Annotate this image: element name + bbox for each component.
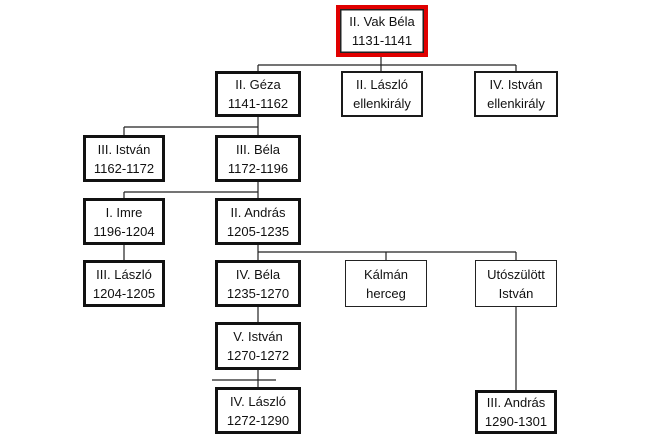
node-iii-istvan: III. István 1162-1172 (83, 135, 165, 182)
node-years: 1272-1290 (226, 412, 290, 428)
node-iii-bela: III. Béla 1172-1196 (215, 135, 301, 182)
node-years: 1162-1172 (93, 160, 155, 176)
node-iii-andras: III. András 1290-1301 (475, 390, 557, 434)
node-name: III. Béla (235, 141, 281, 157)
node-years: 1205-1235 (226, 223, 290, 239)
node-name: IV. Béla (235, 266, 281, 282)
node-ii-andras: II. András 1205-1235 (215, 198, 301, 245)
node-name-second-line: István (498, 285, 534, 301)
node-title: herceg (366, 285, 406, 301)
node-years: 1196-1204 (93, 223, 155, 239)
node-title: ellenkirály (353, 96, 411, 111)
node-name: IV. László (230, 393, 286, 409)
node-i-imre: I. Imre 1196-1204 (83, 198, 165, 245)
node-v-istvan: V. István 1270-1272 (215, 322, 301, 370)
node-ii-geza: II. Géza 1141-1162 (215, 71, 301, 117)
node-years: 1172-1196 (227, 160, 289, 176)
node-name: Kálmán (363, 266, 409, 282)
node-name: III. László (96, 266, 152, 282)
node-name: IV. István (489, 77, 543, 92)
node-name: I. Imre (105, 204, 143, 220)
node-iv-istvan-ellenkiraly: IV. István ellenkirály (474, 71, 558, 117)
node-iv-bela: IV. Béla 1235-1270 (215, 260, 301, 307)
node-years: 1141-1162 (227, 96, 289, 111)
node-years: 1290-1301 (484, 414, 548, 429)
node-ii-laszlo-ellenkiraly: II. László ellenkirály (341, 71, 423, 117)
node-years: 1270-1272 (226, 348, 290, 363)
node-iv-laszlo: IV. László 1272-1290 (215, 387, 301, 434)
node-name: II. András (230, 204, 286, 220)
node-name: III. András (486, 395, 546, 410)
node-name: II. László (355, 77, 409, 92)
node-name: Utószülött (487, 266, 545, 282)
node-title: ellenkirály (487, 96, 545, 111)
node-years: 1131-1141 (351, 33, 413, 48)
node-name: III. István (97, 141, 151, 157)
node-kalman-herceg: Kálmán herceg (345, 260, 427, 307)
node-name: V. István (233, 329, 283, 344)
node-name: II. Géza (235, 77, 281, 92)
node-iii-laszlo: III. László 1204-1205 (83, 260, 165, 307)
node-years: 1204-1205 (92, 285, 156, 301)
node-name: II. Vak Béla (349, 14, 415, 29)
node-utoszulott-istvan: Utószülött István (475, 260, 557, 307)
node-ii-vak-bela: II. Vak Béla 1131-1141 (336, 5, 428, 57)
node-years: 1235-1270 (226, 285, 290, 301)
